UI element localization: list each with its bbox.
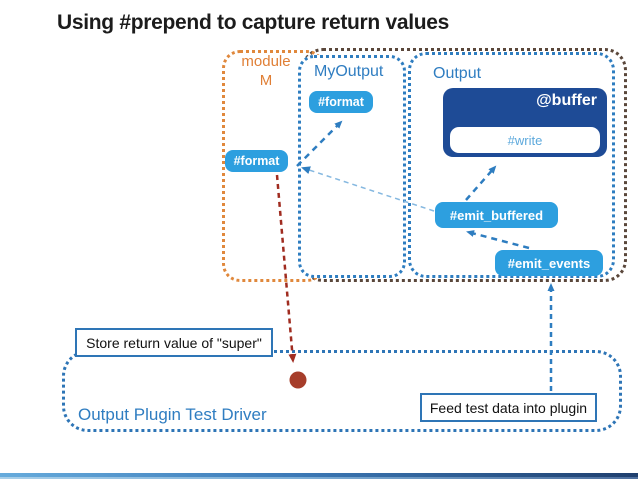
emit-events-chip: #emit_events [495, 250, 603, 276]
test-driver-label: Output Plugin Test Driver [78, 405, 267, 424]
callout-feed-test: Feed test data into plugin [420, 393, 597, 422]
buffer-label: @buffer [536, 92, 597, 109]
module-label-line2: M [259, 72, 273, 89]
emit-buffered-chip: #emit_buffered [435, 202, 558, 228]
myoutput-label: MyOutput [314, 63, 384, 80]
write-chip: #write [450, 127, 600, 153]
footer-accent-bar [0, 473, 638, 477]
page-title: Using #prepend to capture return values [57, 11, 450, 34]
footer-accent-bar-light [0, 477, 638, 479]
module-m-format-chip: #format [225, 150, 288, 172]
output-class-box [408, 52, 615, 278]
output-label: Output [433, 65, 482, 82]
myoutput-format-chip: #format [309, 91, 373, 113]
module-m-label: module M [228, 52, 304, 90]
callout-store-return: Store return value of "super" [75, 328, 273, 357]
myoutput-class-box [298, 55, 406, 278]
module-label-line1: module [241, 53, 291, 70]
test-driver-box [62, 350, 622, 432]
